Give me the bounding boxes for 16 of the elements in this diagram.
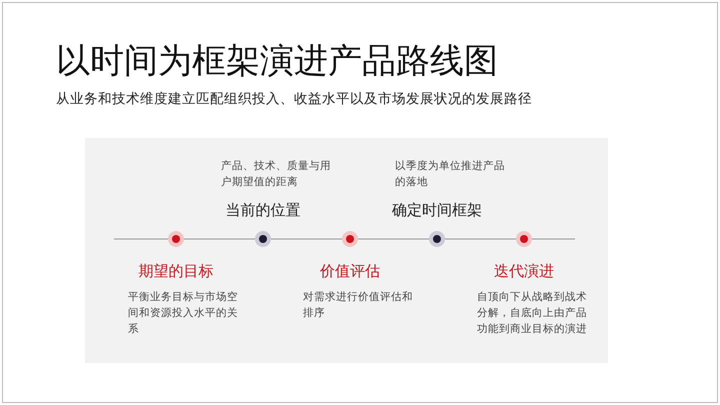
milestone-description: 自顶向下从战略到战术分解，自底向上由产品功能到商业目标的演进 <box>477 290 588 337</box>
milestone-description: 以季度为单位推进产品的落地 <box>395 159 506 190</box>
subtitle: 从业务和技术维度建立匹配组织投入、收益水平以及市场发展状况的发展路径 <box>56 90 532 108</box>
milestone-heading: 期望的目标 <box>138 261 214 281</box>
milestone-heading: 当前的位置 <box>224 200 302 220</box>
milestone-description: 平衡业务目标与市场空间和资源投入水平的关系 <box>128 290 239 337</box>
milestone-description: 对需求进行价值评估和排序 <box>303 290 414 321</box>
timeline-line <box>358 238 430 240</box>
title: 以时间为框架演进产品路线图 <box>56 40 498 83</box>
timeline-line <box>184 238 256 240</box>
milestone-heading: 确定时间框架 <box>391 200 483 220</box>
timeline-line <box>444 238 516 240</box>
timeline-line <box>270 238 342 240</box>
milestone-heading: 价值评估 <box>319 261 381 281</box>
milestone-heading: 迭代演进 <box>493 261 555 281</box>
milestone-description: 产品、技术、质量与用户期望值的距离 <box>221 159 332 190</box>
